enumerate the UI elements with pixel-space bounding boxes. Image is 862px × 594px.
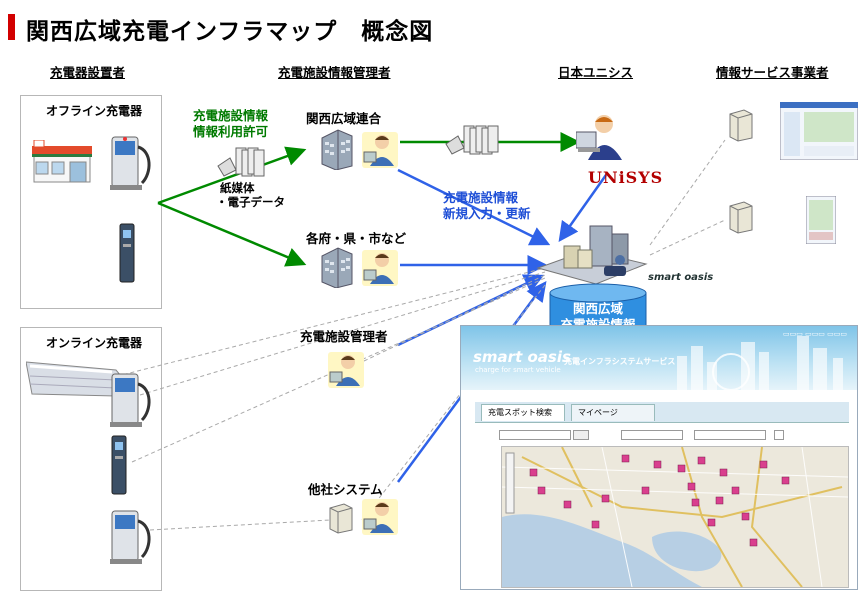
screenshot-header bbox=[461, 326, 857, 390]
government-building-icon bbox=[321, 247, 353, 288]
city-skyline-icon bbox=[677, 336, 843, 390]
screenshot-top-links: ▭▭▭ ▭▭▭ ▭▭▭ bbox=[783, 330, 847, 338]
online-normal-charger-icon bbox=[111, 435, 127, 495]
service-mobile-screen-icon bbox=[806, 196, 836, 244]
unisys-operator-icon bbox=[576, 115, 622, 160]
screenshot-search-form bbox=[485, 430, 841, 442]
facility-manager-label: 充電施設管理者 bbox=[300, 329, 388, 344]
permission-label: 充電施設情報 情報利用許可 bbox=[193, 108, 268, 140]
smart-oasis-screenshot: ▭▭▭ ▭▭▭ ▭▭▭ smart oasis charge for smart… bbox=[460, 325, 858, 590]
update-label: 充電施設情報 新規入力・更新 bbox=[443, 190, 531, 222]
media-label: 紙媒体 ・電子データ bbox=[216, 181, 285, 209]
service-server-2-icon bbox=[729, 201, 753, 234]
normal-charger-icon bbox=[119, 223, 135, 283]
service-server-1-icon bbox=[729, 109, 753, 142]
service-screen-1-icon bbox=[780, 102, 858, 160]
online-quick-charger-2-icon bbox=[110, 510, 151, 564]
screenshot-select-2[interactable] bbox=[693, 430, 766, 440]
smart-oasis-label: smart oasis bbox=[648, 272, 714, 283]
green-arrow-to-union bbox=[157, 146, 307, 205]
store-building-icon bbox=[26, 361, 126, 397]
column-header-service-providers: 情報サービス事業者 bbox=[716, 65, 829, 80]
screenshot-map[interactable] bbox=[501, 446, 849, 588]
screenshot-checkbox[interactable] bbox=[773, 430, 784, 440]
screenshot-search-input[interactable] bbox=[499, 430, 571, 440]
column-header-installers: 充電器設置者 bbox=[50, 65, 126, 80]
online-quick-charger-icon bbox=[110, 373, 151, 427]
convenience-store-icon bbox=[32, 140, 92, 183]
page-title: 関西広域充電インフラマップ 概念図 bbox=[26, 19, 434, 45]
map-zoom-slider bbox=[505, 452, 515, 514]
prefectures-label: 各府・県・市など bbox=[306, 231, 407, 246]
prefecture-operator-icon bbox=[362, 250, 398, 286]
media-label-line2: ・電子データ bbox=[216, 195, 285, 209]
tab-mypage[interactable]: マイページ bbox=[571, 404, 655, 421]
documents-to-unisys-icon bbox=[445, 125, 499, 155]
screenshot-tabbar: 充電スポット検索 マイページ bbox=[475, 402, 849, 423]
operator-person-icon bbox=[362, 132, 398, 168]
database-label-line1: 関西広域 bbox=[572, 301, 623, 316]
facility-manager-person-icon bbox=[328, 352, 364, 388]
title-accent-bar bbox=[8, 14, 15, 40]
offline-charger-label: オフライン充電器 bbox=[46, 104, 143, 118]
kansai-union-label: 関西広域連合 bbox=[306, 111, 382, 126]
media-label-line1: 紙媒体 bbox=[220, 181, 255, 195]
update-label-line2: 新規入力・更新 bbox=[443, 206, 531, 221]
dashed-links bbox=[109, 139, 726, 531]
smart-oasis-hub-icon bbox=[536, 225, 648, 285]
other-systems-label: 他社システム bbox=[308, 482, 383, 497]
unisys-logo: UNiSYS bbox=[588, 168, 664, 187]
update-label-line1: 充電施設情報 bbox=[443, 190, 519, 205]
screenshot-search-button[interactable] bbox=[573, 430, 590, 440]
column-header-unisys: 日本ユニシス bbox=[558, 65, 634, 80]
other-systems-operator-icon bbox=[362, 499, 398, 535]
column-header-managers: 充電施設情報管理者 bbox=[278, 65, 391, 80]
screenshot-logo: smart oasis bbox=[473, 348, 571, 366]
quick-charger-icon bbox=[110, 136, 151, 190]
screenshot-select[interactable] bbox=[621, 430, 684, 440]
server-icon bbox=[329, 503, 353, 534]
online-charger-label: オンライン充電器 bbox=[46, 336, 143, 350]
screenshot-tagline: charge for smart vehicle bbox=[475, 366, 561, 374]
green-arrow-to-prefectures bbox=[157, 201, 307, 267]
tab-spot-search[interactable]: 充電スポット検索 bbox=[481, 404, 565, 421]
documents-icon bbox=[217, 147, 265, 177]
blue-arrow-union bbox=[397, 168, 551, 246]
permission-label-line2: 情報利用許可 bbox=[193, 124, 269, 139]
office-building-icon bbox=[321, 129, 353, 170]
screenshot-service-name: 充電インフラシステムサービス bbox=[564, 357, 676, 366]
map-graphic bbox=[502, 447, 848, 587]
permission-label-line1: 充電施設情報 bbox=[193, 108, 269, 123]
blue-arrow-unisys bbox=[558, 174, 608, 243]
